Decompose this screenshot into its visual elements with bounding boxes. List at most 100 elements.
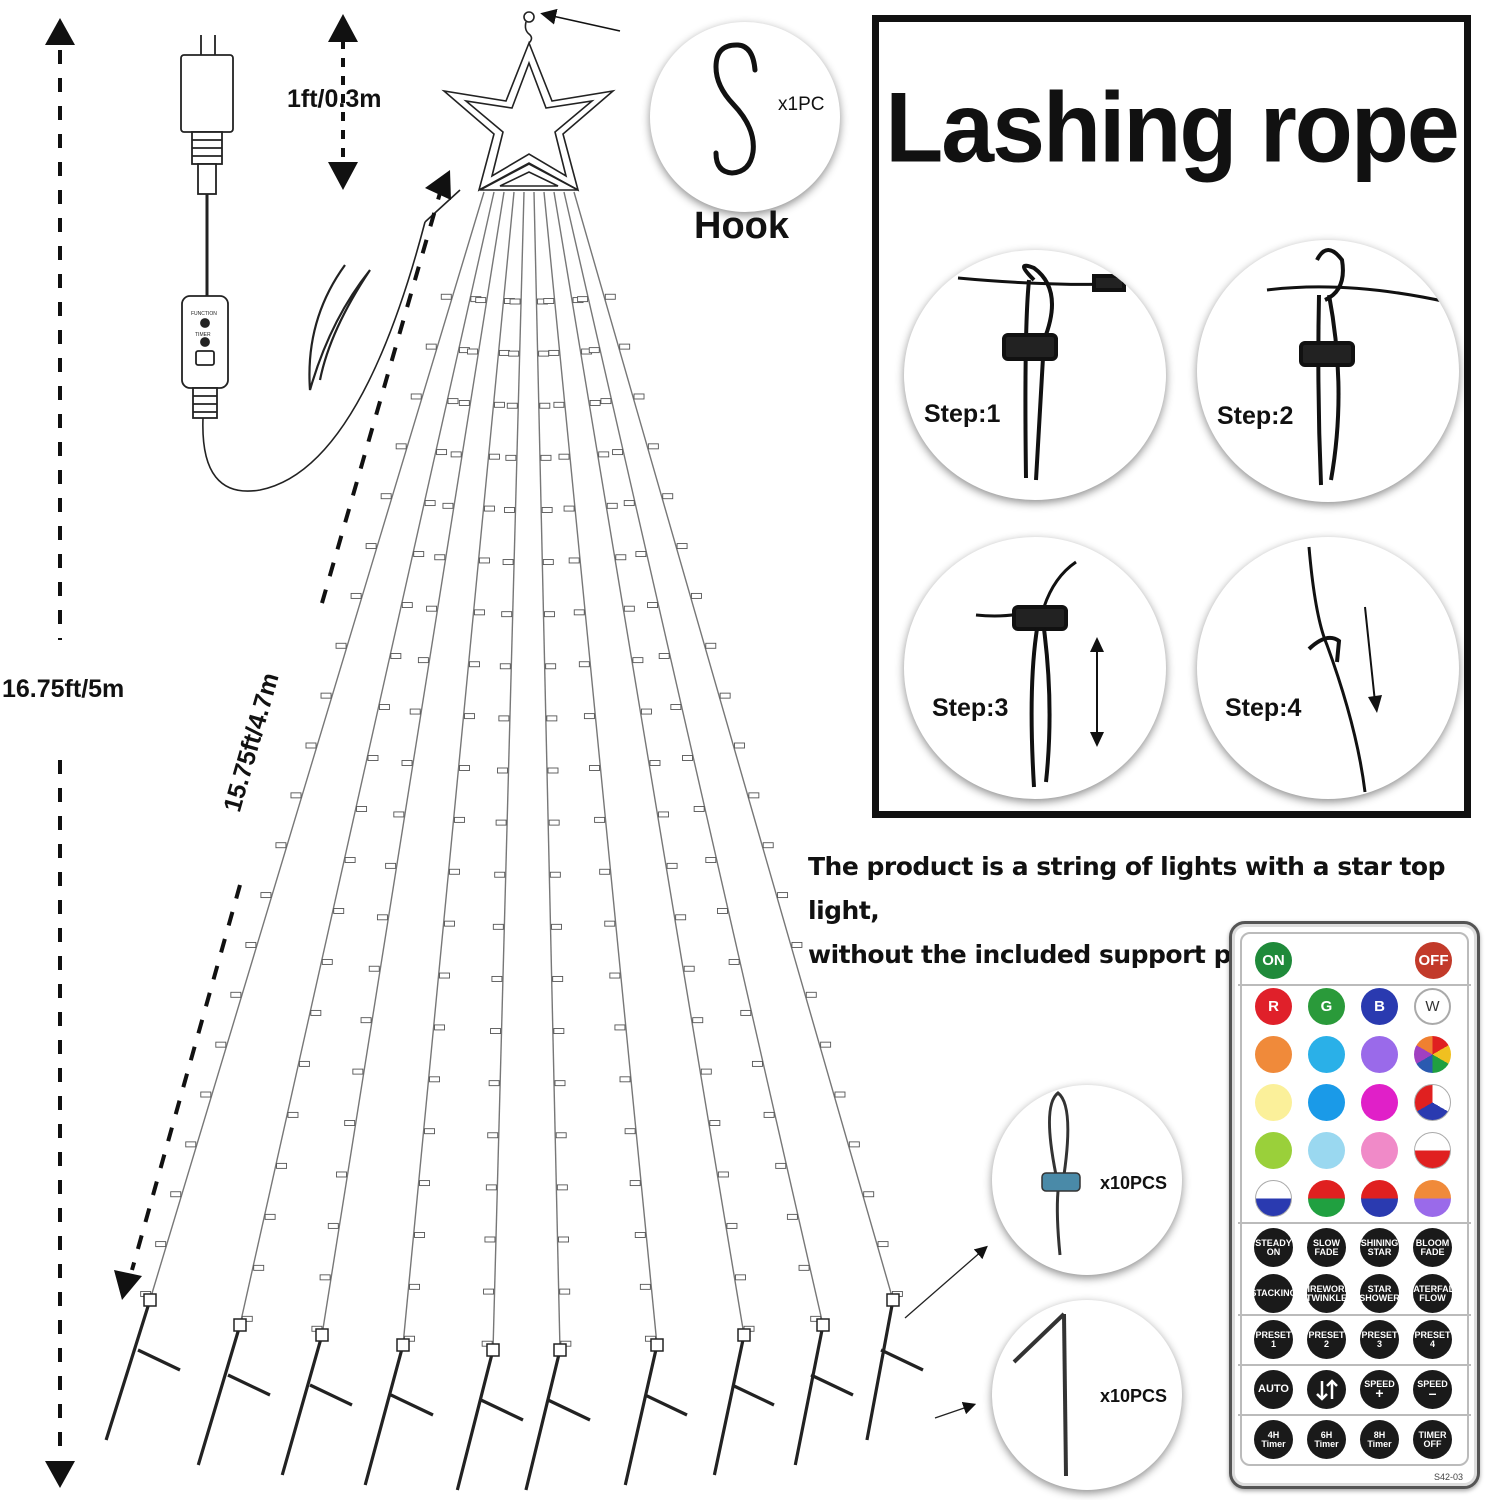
color-button[interactable] [1255, 1084, 1292, 1121]
remote-divider [1238, 1364, 1471, 1366]
speed-down-button[interactable]: SPEED– [1413, 1370, 1452, 1409]
led-bulb [260, 892, 272, 899]
led-bulb [705, 642, 717, 649]
led-bulb [632, 657, 644, 664]
red-button[interactable]: R [1255, 988, 1292, 1025]
led-bulb [553, 1028, 565, 1035]
preset-button-line-1: PRESET [1414, 1329, 1451, 1340]
led-bulb [763, 1111, 775, 1118]
led-bulb [501, 611, 513, 618]
led-bulb [253, 1264, 265, 1271]
led-bulb [693, 806, 705, 812]
preset-button-line-1: PRESET [1308, 1329, 1345, 1340]
led-bulb [469, 661, 480, 668]
led-bulb [434, 554, 446, 561]
led-bulb [666, 862, 678, 869]
led-bulb [506, 402, 518, 409]
led-bulb [245, 941, 257, 948]
led-bulb [491, 975, 503, 982]
color-button[interactable] [1308, 1084, 1345, 1121]
mode-button-line-2: ON [1266, 1246, 1281, 1257]
color-button[interactable] [1361, 1084, 1398, 1121]
product-note-line-1: The product is a string of lights with a… [808, 852, 1446, 925]
led-bulb [726, 1222, 738, 1229]
led-bulb [599, 868, 611, 875]
color-button[interactable] [1255, 1132, 1292, 1169]
on-button[interactable]: ON [1255, 942, 1292, 979]
up-down-arrows-icon [1315, 1378, 1338, 1401]
color-button[interactable] [1361, 1132, 1398, 1169]
led-bulb [360, 1017, 372, 1024]
led-bulb [541, 507, 553, 513]
led-bulb [414, 1232, 425, 1238]
led-bulb [492, 923, 504, 930]
led-bulb [484, 1236, 496, 1243]
mode-button-line-1: STAR [1367, 1283, 1392, 1294]
color-button[interactable] [1255, 1036, 1292, 1073]
led-bulb [376, 914, 388, 921]
led-bulb [635, 551, 647, 558]
green-button[interactable]: G [1308, 988, 1345, 1025]
led-bulb [230, 991, 242, 998]
speed-up-button[interactable]: SPEED+ [1360, 1370, 1399, 1409]
led-bulb [542, 559, 554, 566]
led-bulb [594, 816, 606, 823]
white-button[interactable]: W [1414, 988, 1451, 1025]
led-bulb [834, 1091, 846, 1098]
led-bulb [495, 819, 507, 826]
led-bulb [504, 507, 515, 513]
led-bulb [505, 454, 517, 461]
blue-button[interactable]: B [1361, 988, 1398, 1025]
white-red-button[interactable] [1414, 1132, 1451, 1169]
auto-button[interactable]: AUTO [1254, 1370, 1293, 1409]
led-bulb [499, 663, 511, 670]
orange-purple-button[interactable] [1414, 1180, 1451, 1217]
preset-button-line-1: PRESET [1255, 1329, 1292, 1340]
multicolor-button[interactable] [1414, 1036, 1451, 1073]
led-bulb [475, 297, 487, 304]
direction-button[interactable] [1307, 1370, 1346, 1409]
off-button[interactable]: OFF [1415, 942, 1452, 979]
led-bulb [352, 1068, 364, 1075]
led-bulb [604, 920, 616, 927]
mode-button[interactable]: STACKING [1250, 1274, 1297, 1313]
led-bulb [409, 708, 421, 715]
led-bulb [390, 653, 402, 659]
led-bulb [327, 1222, 339, 1229]
tricolor-button[interactable] [1414, 1084, 1451, 1121]
lashing-rope-title: Lashing rope [885, 72, 1459, 184]
led-bulb [606, 502, 618, 509]
color-button[interactable] [1361, 1036, 1398, 1073]
ground-stake [524, 1343, 591, 1491]
color-button[interactable] [1308, 1036, 1345, 1073]
red-green-button[interactable] [1308, 1180, 1345, 1217]
red-blue-button[interactable] [1361, 1180, 1398, 1217]
remote-panel [1240, 932, 1469, 1466]
lashing-step-1-illustration [957, 263, 1126, 481]
led-bulb [798, 1264, 810, 1271]
speed-down-line-2: – [1428, 1384, 1437, 1401]
timer-button-line-2: OFF [1423, 1438, 1442, 1449]
timer-button-line-1: 4H [1267, 1429, 1280, 1440]
led-bulb [401, 760, 413, 766]
white-blue-button[interactable] [1255, 1180, 1292, 1217]
remote-divider [1238, 1222, 1471, 1224]
led-bulb [649, 760, 661, 766]
color-button[interactable] [1308, 1132, 1345, 1169]
led-bulb [395, 443, 407, 450]
